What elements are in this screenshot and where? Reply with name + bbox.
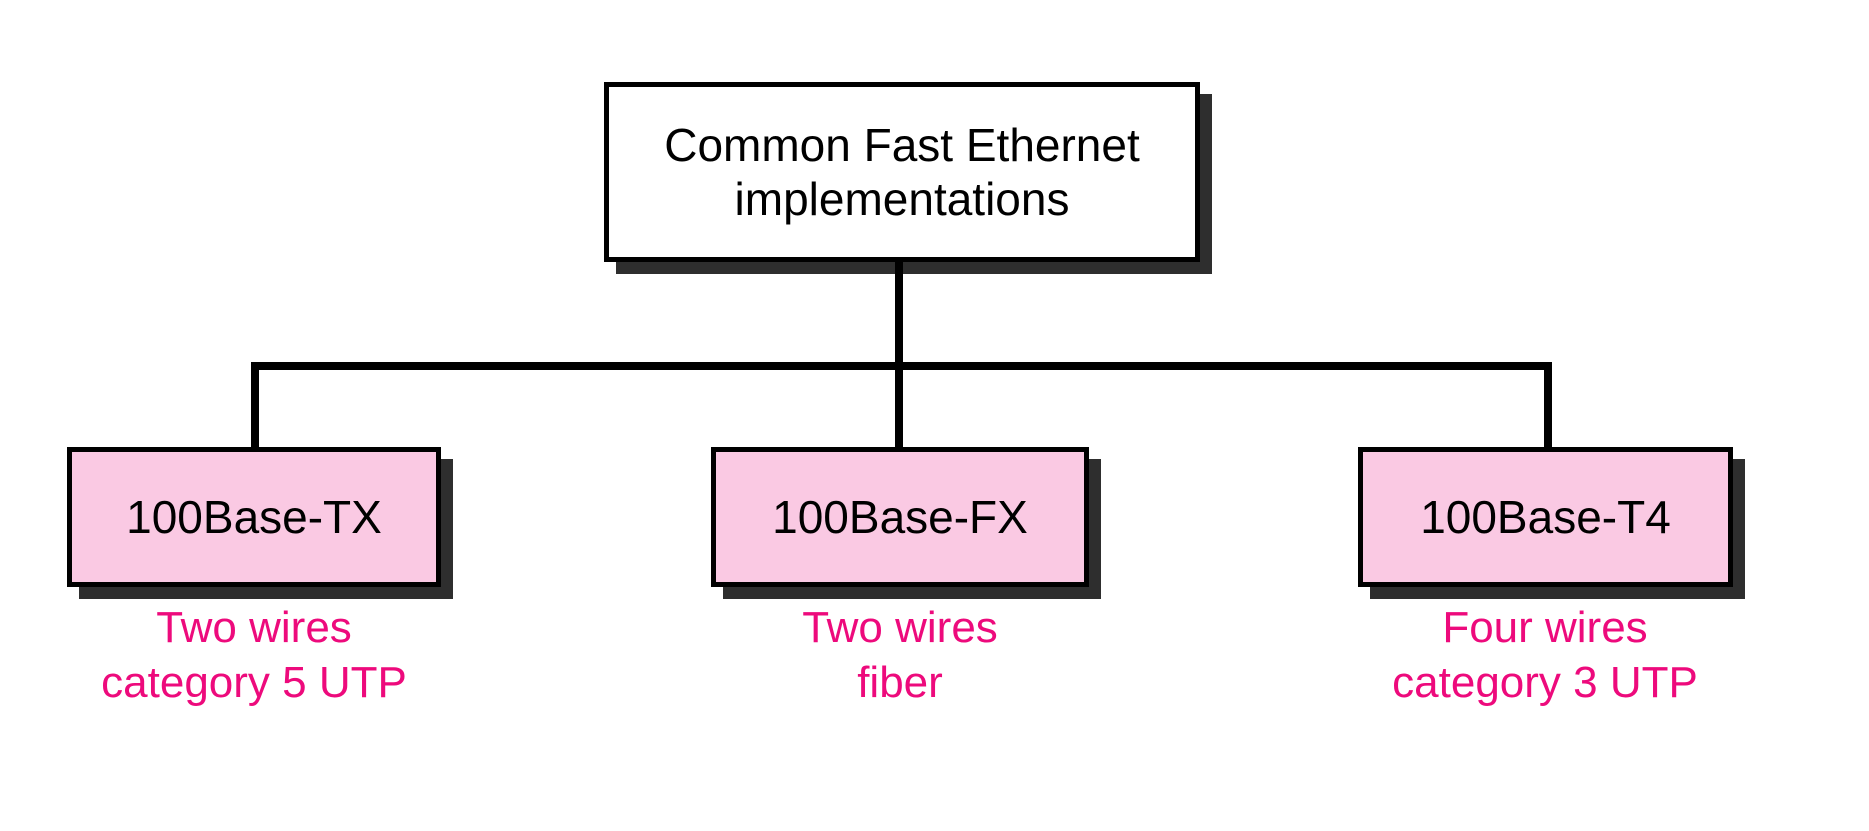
leaf-node-label-0: 100Base-TX — [126, 490, 382, 543]
leaf-node-label-2: 100Base-T4 — [1420, 490, 1671, 543]
leaf-caption-1: Two wires fiber — [802, 603, 998, 708]
leaf-node-label-1: 100Base-FX — [772, 490, 1028, 543]
leaf-node-100base-t4: 100Base-T4 — [1358, 447, 1733, 587]
leaf-caption-0: Two wires category 5 UTP — [101, 603, 407, 708]
root-node-label: Common Fast Ethernet implementations — [664, 118, 1140, 225]
leaf-node-100base-tx: 100Base-TX — [67, 447, 441, 587]
leaf-node-100base-fx: 100Base-FX — [711, 447, 1089, 587]
connector-branch-1 — [895, 362, 903, 452]
connector-root-stem — [895, 258, 903, 370]
connector-branch-2 — [1544, 362, 1552, 452]
root-node: Common Fast Ethernet implementations — [604, 82, 1200, 262]
leaf-caption-2: Four wires category 3 UTP — [1392, 603, 1698, 708]
connector-branch-0 — [251, 362, 259, 452]
